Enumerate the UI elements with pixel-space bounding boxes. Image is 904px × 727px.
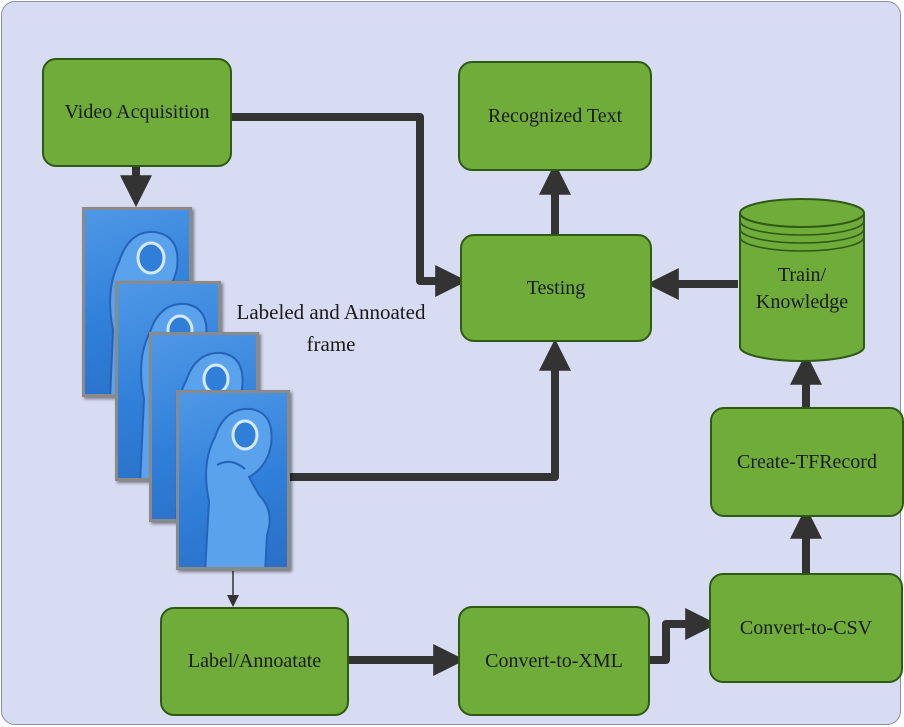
create-tfrecord-label: Create-TFRecord bbox=[737, 450, 877, 473]
recognized-text-label: Recognized Text bbox=[487, 104, 623, 127]
create-tfrecord-box: Create-TFRecord bbox=[710, 407, 904, 517]
label-annotate-box: Label/Annoatate bbox=[160, 607, 349, 716]
train-knowledge-label: Train/ Knowledge bbox=[755, 264, 849, 313]
recognized-text-box: Recognized Text bbox=[458, 61, 652, 171]
frames-caption: Labeled and Annoated frame bbox=[236, 300, 426, 356]
testing-label: Testing bbox=[526, 276, 586, 299]
convert-to-xml-label: Convert-to-XML bbox=[485, 649, 623, 672]
convert-to-xml-box: Convert-to-XML bbox=[458, 606, 650, 716]
arrow-video-to-testing bbox=[232, 113, 468, 297]
arrow-frames-to-testing bbox=[290, 338, 571, 481]
database-cylinder-icon bbox=[739, 198, 865, 362]
label-annotate-label: Label/Annoatate bbox=[187, 650, 322, 672]
video-acquisition-label: Video Acquisition bbox=[64, 101, 210, 123]
annotated-frame-4 bbox=[176, 390, 290, 570]
video-acquisition-box: Video Acquisition bbox=[42, 58, 232, 167]
arrow-xml-to-csv bbox=[650, 608, 718, 664]
testing-box: Testing bbox=[460, 234, 652, 342]
convert-to-csv-box: Convert-to-CSV bbox=[709, 573, 903, 683]
convert-to-csv-label: Convert-to-CSV bbox=[739, 616, 873, 639]
hand-sign-icon bbox=[204, 407, 273, 567]
